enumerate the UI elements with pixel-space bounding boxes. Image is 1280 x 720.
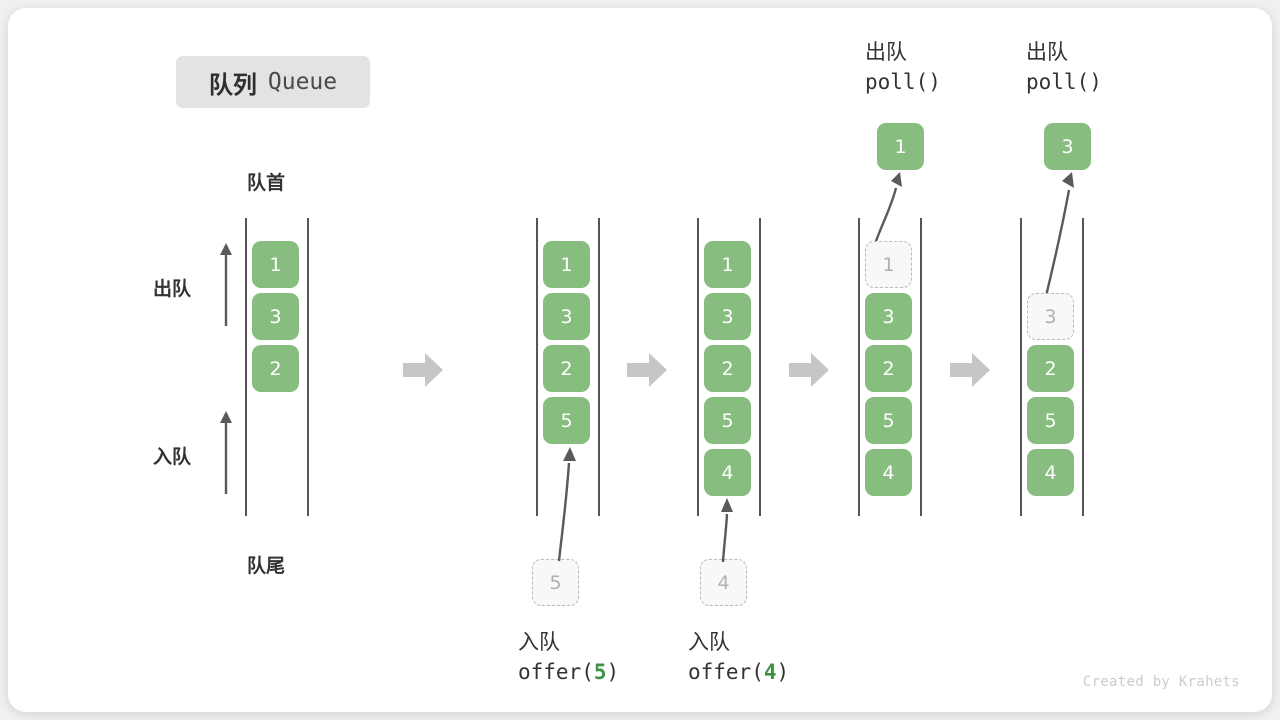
operation-label-offer-5: 入队 offer(5) bbox=[518, 628, 619, 688]
operation-label-poll-1: 出队 poll() bbox=[865, 38, 941, 98]
queue-item: 3 bbox=[704, 293, 751, 340]
step-arrow-icon bbox=[403, 353, 443, 387]
title-badge: 队列 Queue bbox=[176, 56, 370, 108]
operation-label-offer-4: 入队 offer(4) bbox=[688, 628, 789, 688]
queue-item: 4 bbox=[1027, 449, 1074, 496]
rail-right bbox=[598, 218, 600, 516]
operation-label-cn: 入队 bbox=[688, 630, 730, 654]
step-arrow-icon bbox=[627, 353, 667, 387]
enqueue-direction-arrow bbox=[220, 411, 232, 494]
rail-left bbox=[245, 218, 247, 516]
queue-item: 2 bbox=[252, 345, 299, 392]
queue-item: 3 bbox=[252, 293, 299, 340]
title-english: Queue bbox=[267, 69, 338, 95]
operation-label-cn: 出队 bbox=[1026, 40, 1068, 64]
queue-item: 3 bbox=[865, 293, 912, 340]
operation-label-call: offer(5) bbox=[518, 659, 620, 684]
operation-label-call: poll() bbox=[1026, 69, 1102, 94]
dequeue-curve-arrow bbox=[873, 172, 902, 245]
queue-item: 2 bbox=[704, 345, 751, 392]
rail-left bbox=[697, 218, 699, 516]
queue-item: 5 bbox=[543, 397, 590, 444]
rail-right bbox=[920, 218, 922, 516]
queue-item: 1 bbox=[252, 241, 299, 288]
queue-item: 2 bbox=[865, 345, 912, 392]
popped-item: 1 bbox=[877, 123, 924, 170]
queue-item: 4 bbox=[865, 449, 912, 496]
rail-left bbox=[1020, 218, 1022, 516]
dequeue-direction-label: 出队 bbox=[153, 278, 192, 300]
popped-item: 3 bbox=[1044, 123, 1091, 170]
queue-item-ghost: 1 bbox=[865, 241, 912, 288]
queue-item: 2 bbox=[1027, 345, 1074, 392]
queue-item: 3 bbox=[543, 293, 590, 340]
queue-item: 1 bbox=[543, 241, 590, 288]
diagram-card: 队列 Queue 队首 出队 入队 队尾 1 3 2 1 3 2 5 5 bbox=[8, 8, 1272, 712]
queue-item: 1 bbox=[704, 241, 751, 288]
rail-right bbox=[307, 218, 309, 516]
rail-left bbox=[858, 218, 860, 516]
dequeue-curve-arrow bbox=[1044, 172, 1074, 297]
enqueue-direction-label: 入队 bbox=[153, 446, 192, 468]
rail-right bbox=[759, 218, 761, 516]
operation-label-call: poll() bbox=[865, 69, 941, 94]
rail-left bbox=[536, 218, 538, 516]
operation-label-cn: 出队 bbox=[865, 40, 907, 64]
dequeue-direction-arrow bbox=[220, 243, 232, 326]
queue-item: 2 bbox=[543, 345, 590, 392]
pending-item: 4 bbox=[700, 559, 747, 606]
title-chinese: 队列 bbox=[208, 70, 257, 99]
operation-label-cn: 入队 bbox=[518, 630, 560, 654]
pending-item: 5 bbox=[532, 559, 579, 606]
rail-right bbox=[1082, 218, 1084, 516]
queue-item-ghost: 3 bbox=[1027, 293, 1074, 340]
operation-label-call: offer(4) bbox=[688, 659, 790, 684]
watermark: Created by Krahets bbox=[1082, 674, 1240, 690]
queue-item: 4 bbox=[704, 449, 751, 496]
queue-item: 5 bbox=[1027, 397, 1074, 444]
operation-label-poll-3: 出队 poll() bbox=[1026, 38, 1102, 98]
enqueue-curve-arrow bbox=[557, 447, 576, 562]
queue-head-label: 队首 bbox=[247, 172, 286, 194]
step-arrow-icon bbox=[950, 353, 990, 387]
step-arrow-icon bbox=[789, 353, 829, 387]
queue-tail-label: 队尾 bbox=[247, 555, 286, 577]
queue-item: 5 bbox=[865, 397, 912, 444]
enqueue-curve-arrow bbox=[721, 498, 733, 563]
queue-item: 5 bbox=[704, 397, 751, 444]
